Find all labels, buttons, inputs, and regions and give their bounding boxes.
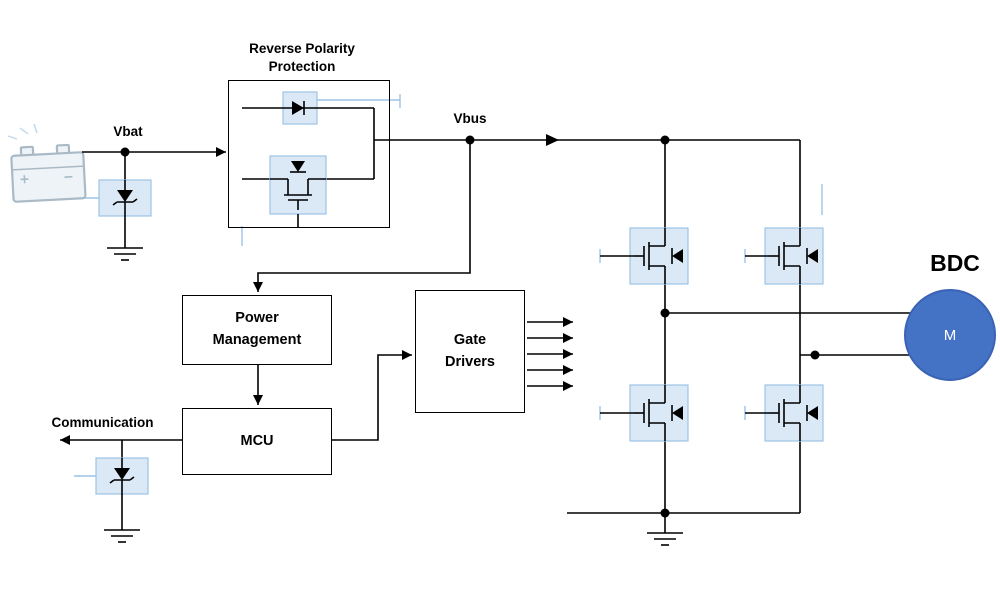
vbus-label: Vbus [453,111,487,126]
arrowhead-icon [546,134,559,146]
diode-icon [292,101,305,115]
accent-marks [74,94,823,477]
gate-drivers-block: Gate Drivers [415,290,525,413]
mosfet-icon [629,227,689,285]
bdc-label: BDC [930,250,980,276]
power-management-block: Power Management [182,295,332,365]
mosfet-icon [764,384,824,442]
reverse-polarity-protection-block [228,80,390,228]
ground-icon [646,532,684,546]
gate-drivers-label: Gate Drivers [445,331,495,370]
junction-dot [660,135,670,145]
wire-mcu-to-gd [332,350,412,441]
vbat-label: Vbat [113,124,143,139]
motor-label: M [943,327,957,344]
reverse-polarity-protection-title: Reverse Polarity Protection [249,41,355,75]
tvs-diode-icon [98,179,152,217]
power-management-label: Power Management [212,310,302,348]
mosfet-icon [764,227,824,285]
junction-dot [660,508,670,518]
wire-vbus-to-pm [253,140,471,292]
mosfet-icon [629,384,689,442]
mcu-label: MCU [240,432,274,449]
tvs-diode-icon [95,457,149,495]
ground-icon [103,529,141,543]
junction-dot [810,350,820,360]
battery-icon [7,123,87,203]
ground-icon [106,247,144,261]
mosfet-gate-leads [600,255,769,414]
mcu-block: MCU [182,408,332,475]
communication-label: Communication [51,415,154,430]
rpp-join-wire [373,108,390,179]
motor-icon [904,289,996,381]
